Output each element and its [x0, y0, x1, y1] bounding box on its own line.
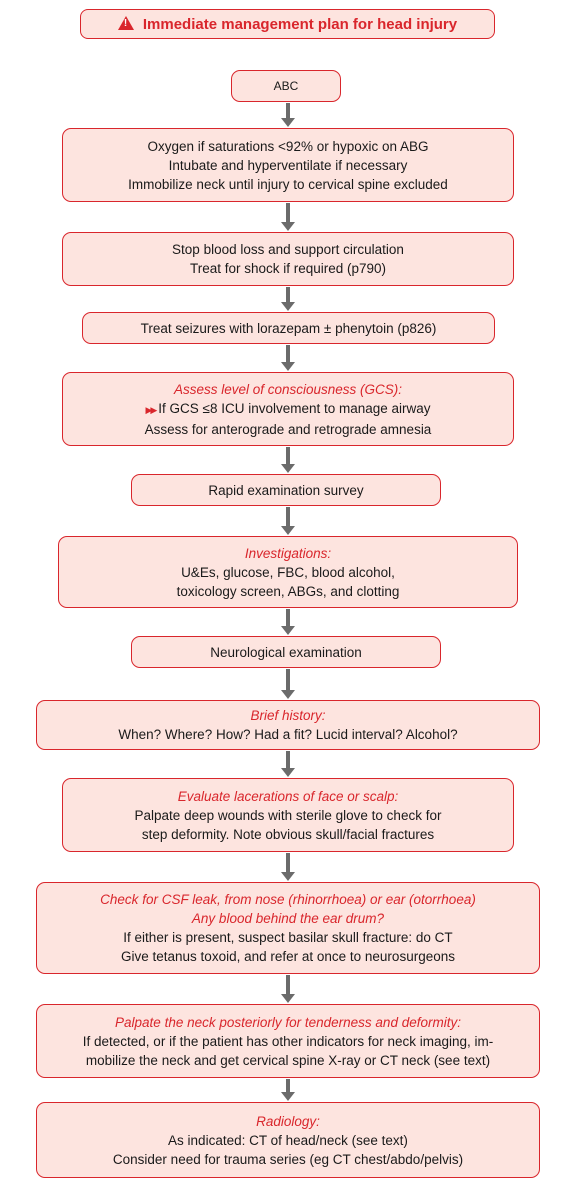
blood-loss-box: Stop blood loss and support circulation … — [62, 232, 514, 286]
csf-line-1: If either is present, suspect basilar sk… — [123, 930, 453, 945]
flow-arrow — [281, 507, 295, 535]
abc-text: ABC — [273, 78, 299, 93]
oxygen-line-1: Oxygen if saturations <92% or hypoxic on… — [147, 138, 429, 154]
neck-line-1: If detected, or if the patient has other… — [82, 1033, 494, 1049]
csf-line-2: Give tetanus toxoid, and refer at once t… — [121, 949, 455, 964]
page-title: Immediate management plan for head injur… — [80, 9, 495, 39]
flow-arrow — [281, 103, 295, 127]
title-text: Immediate management plan for head injur… — [142, 15, 458, 33]
consciousness-box: Assess level of consciousness (GCS): ▶▶I… — [62, 372, 514, 446]
neck-heading: Palpate the neck posteriorly for tendern… — [115, 1014, 461, 1030]
survey-text: Rapid examination survey — [208, 482, 364, 498]
investigations-box: Investigations: U&Es, glucose, FBC, bloo… — [58, 536, 518, 608]
seizures-box: Treat seizures with lorazepam ± phenytoi… — [82, 312, 495, 344]
radiology-line-1: As indicated: CT of head/neck (see text) — [168, 1132, 408, 1148]
flow-arrow — [281, 447, 295, 473]
flow-arrow — [281, 669, 295, 699]
neuro-text: Neurological examination — [210, 644, 362, 660]
radiology-box: Radiology: As indicated: CT of head/neck… — [36, 1102, 540, 1178]
lacerations-line-1: Palpate deep wounds with sterile glove t… — [134, 807, 442, 823]
flow-arrow — [281, 853, 295, 881]
radiology-line-2: Consider need for trauma series (eg CT c… — [112, 1151, 464, 1167]
abc-box: ABC — [231, 70, 341, 102]
flow-arrow — [281, 203, 295, 231]
lacerations-heading: Evaluate lacerations of face or scalp: — [177, 788, 399, 804]
survey-box: Rapid examination survey — [131, 474, 441, 506]
flow-arrow — [281, 287, 295, 311]
oxygen-line-2: Intubate and hyperventilate if necessary — [168, 157, 408, 173]
neck-line-2: mobilize the neck and get cervical spine… — [85, 1052, 491, 1068]
blood-line-1: Stop blood loss and support circulation — [172, 242, 404, 257]
consciousness-line-2: Assess for anterograde and retrograde am… — [144, 421, 432, 437]
consciousness-line-1: If GCS ≤8 ICU involvement to manage airw… — [158, 400, 431, 416]
csf-heading-1: Check for CSF leak, from nose (rhinorrho… — [100, 892, 476, 907]
blood-line-2: Treat for shock if required (p790) — [189, 261, 387, 276]
double-arrow-icon: ▶▶ — [145, 404, 157, 415]
seizures-text: Treat seizures with lorazepam ± phenytoi… — [140, 320, 437, 336]
neck-box: Palpate the neck posteriorly for tendern… — [36, 1004, 540, 1078]
oxygen-line-3: Immobilize neck until injury to cervical… — [128, 176, 448, 192]
neuro-box: Neurological examination — [131, 636, 441, 668]
csf-box: Check for CSF leak, from nose (rhinorrho… — [36, 882, 540, 974]
oxygen-box: Oxygen if saturations <92% or hypoxic on… — [62, 128, 514, 202]
investigations-line-2: toxicology screen, ABGs, and clotting — [176, 583, 400, 599]
history-box: Brief history: When? Where? How? Had a f… — [36, 700, 540, 750]
flow-arrow — [281, 1079, 295, 1101]
investigations-heading: Investigations: — [244, 545, 332, 561]
history-heading: Brief history: — [250, 708, 326, 723]
warning-icon — [117, 16, 134, 30]
flow-arrow — [281, 751, 295, 777]
lacerations-line-2: step deformity. Note obvious skull/facia… — [141, 826, 435, 842]
radiology-heading: Radiology: — [256, 1113, 320, 1129]
history-line-1: When? Where? How? Had a fit? Lucid inter… — [118, 727, 458, 742]
flow-arrow — [281, 609, 295, 635]
csf-heading-2: Any blood behind the ear drum? — [191, 911, 385, 926]
flow-arrow — [281, 345, 295, 371]
consciousness-heading: Assess level of consciousness (GCS): — [173, 381, 403, 397]
lacerations-box: Evaluate lacerations of face or scalp: P… — [62, 778, 514, 852]
consciousness-line-1-wrap: ▶▶If GCS ≤8 ICU involvement to manage ai… — [145, 399, 430, 420]
flow-arrow — [281, 975, 295, 1003]
investigations-line-1: U&Es, glucose, FBC, blood alcohol, — [181, 564, 395, 580]
